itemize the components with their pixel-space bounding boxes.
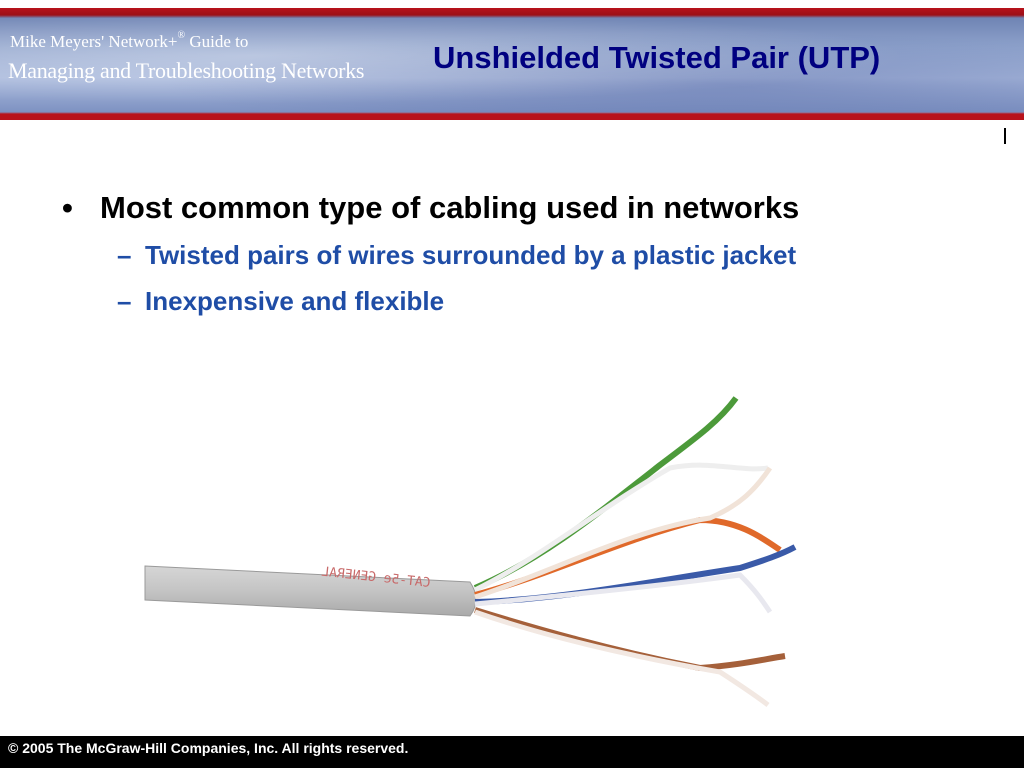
sub-bullet-twisted-pairs: – Twisted pairs of wires surrounded by a… <box>117 240 796 271</box>
bullet-marker: • <box>62 190 73 225</box>
blue-white-wire <box>474 572 773 614</box>
book-title-line1-text: Mike Meyers' Network+ <box>10 32 178 51</box>
bullet-text: Most common type of cabling used in netw… <box>100 190 800 225</box>
green-white-wire <box>473 462 769 593</box>
orange-white-wire <box>474 466 773 600</box>
footer-bar <box>0 736 1024 768</box>
book-title-line1-tail: Guide to <box>189 32 249 51</box>
blue-wire <box>474 544 797 605</box>
copyright-text: © 2005 The McGraw-Hill Companies, Inc. A… <box>8 740 409 756</box>
book-title-line1: Mike Meyers' Network+® Guide to <box>10 30 249 52</box>
brown-wire <box>474 607 786 672</box>
header-sheen <box>0 18 1024 112</box>
slide-header-band <box>0 8 1024 120</box>
sub-bullet-text: Twisted pairs of wires surrounded by a p… <box>145 240 797 270</box>
cable-jacket <box>144 565 477 617</box>
sub-bullet-marker: – <box>117 240 132 270</box>
corner-mark <box>1004 128 1006 144</box>
sub-bullet-marker: – <box>117 286 132 316</box>
green-wire <box>473 396 739 591</box>
main-bullet: • Most common type of cabling used in ne… <box>62 190 799 226</box>
registered-mark: ® <box>177 30 186 41</box>
sub-bullet-text: Inexpensive and flexible <box>145 286 445 316</box>
sub-bullet-inexpensive: – Inexpensive and flexible <box>117 286 444 317</box>
book-title-line2: Managing and Troubleshooting Networks <box>8 58 365 83</box>
utp-cable-image: CAT-5e GENERAL <box>144 396 797 707</box>
slide-title: Unshielded Twisted Pair (UTP) <box>433 40 881 75</box>
top-stripe <box>0 0 1024 8</box>
brown-white-wire <box>474 609 770 707</box>
